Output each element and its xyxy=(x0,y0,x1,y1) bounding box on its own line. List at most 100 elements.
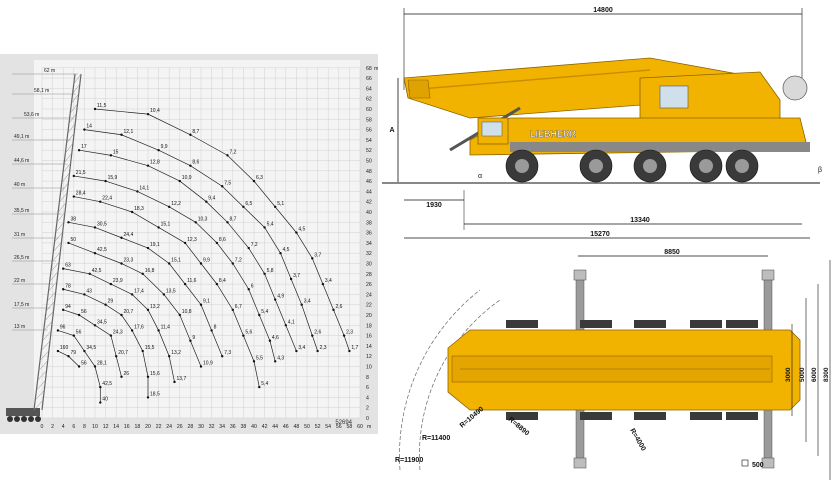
load-value-label: 4,6 xyxy=(272,335,279,341)
load-point xyxy=(99,401,102,404)
load-value-label: 50 xyxy=(71,237,77,243)
load-point xyxy=(93,324,97,327)
load-value-label: 4,1 xyxy=(288,319,295,325)
load-value-label: 6 xyxy=(251,283,254,289)
top-wheel-lower xyxy=(634,412,666,420)
load-point xyxy=(279,252,282,255)
x-tick-label: 52 xyxy=(315,424,321,430)
load-point xyxy=(146,308,150,312)
x-tick-label: 32 xyxy=(209,424,215,430)
load-point xyxy=(242,334,245,337)
top-wheel-upper xyxy=(580,320,612,328)
load-curve xyxy=(63,288,149,398)
load-point xyxy=(215,282,219,286)
load-point xyxy=(115,355,118,358)
load-value-label: 40 xyxy=(102,397,108,403)
top-wheel-upper xyxy=(726,320,758,328)
load-value-label: 8 xyxy=(214,324,217,330)
load-value-label: 16,8 xyxy=(145,268,155,274)
load-value-label: 14,1 xyxy=(139,185,149,191)
load-point xyxy=(274,205,277,209)
load-point xyxy=(72,174,76,178)
load-point xyxy=(67,221,70,224)
top-wheel-upper xyxy=(690,320,722,328)
load-point xyxy=(300,303,303,306)
top-wheel-upper xyxy=(506,320,538,328)
y-tick-label: 16 xyxy=(366,334,372,340)
side-wheels xyxy=(505,149,759,183)
load-value-label: 18,3 xyxy=(134,206,144,212)
load-point xyxy=(311,334,314,337)
x-tick-label: 4 xyxy=(62,424,65,430)
load-point xyxy=(284,324,287,327)
boom-lattice-brace xyxy=(66,133,75,144)
load-point xyxy=(146,396,150,399)
load-point xyxy=(311,257,314,260)
load-value-label: 7,5 xyxy=(224,180,231,186)
load-value-label: 15,5 xyxy=(145,345,155,351)
load-point xyxy=(99,385,102,389)
operator-cab xyxy=(659,85,689,109)
boom-lattice-brace xyxy=(35,390,45,401)
x-tick-label: 46 xyxy=(283,424,289,430)
mini-crane-wheel xyxy=(14,416,20,422)
y-tick-label: 60 xyxy=(366,107,372,113)
load-value-label: 21,5 xyxy=(76,170,86,176)
swing-radius-arc-outer xyxy=(399,289,481,471)
x-tick-label: 18 xyxy=(135,424,141,430)
load-point xyxy=(199,303,203,306)
top-wheel-lower xyxy=(506,412,538,420)
y-tick-label: 14 xyxy=(366,344,372,350)
load-point xyxy=(62,308,65,312)
load-value-label: 8,7 xyxy=(230,216,237,222)
driver-cab-window xyxy=(481,121,503,137)
load-value-label: 24,4 xyxy=(124,232,134,238)
load-value-label: 20,7 xyxy=(118,350,128,356)
load-point xyxy=(93,365,97,368)
load-point xyxy=(274,298,277,301)
y-tick-label: 40 xyxy=(366,210,372,216)
load-value-label: 38 xyxy=(71,216,77,222)
top-wheel-lower xyxy=(690,412,722,420)
boom-lattice-brace xyxy=(39,350,50,361)
load-value-label: 78 xyxy=(65,283,71,289)
x-tick-label: 40 xyxy=(251,424,257,430)
y-tick-label: 46 xyxy=(366,179,372,185)
load-value-label: 12,8 xyxy=(150,160,160,166)
x-tick-label: 0 xyxy=(41,424,44,430)
load-point xyxy=(146,164,150,167)
load-point xyxy=(162,293,166,296)
load-point xyxy=(168,262,171,265)
top-wheel-upper xyxy=(634,320,666,328)
load-point xyxy=(295,349,298,353)
figure-id: 52694 xyxy=(335,420,352,426)
outrigger-pad-top xyxy=(573,269,587,281)
width-dim-label: 8300 xyxy=(823,367,830,382)
load-point xyxy=(109,334,113,337)
outrigger-pad-bottom xyxy=(761,457,775,469)
load-point xyxy=(242,205,245,209)
load-value-label: 12,1 xyxy=(124,129,134,135)
boom-lattice-brace xyxy=(62,162,71,173)
load-point xyxy=(83,293,86,296)
boom-lattice-brace xyxy=(44,311,54,322)
y-tick-label: 0 xyxy=(366,416,369,422)
y-tick-label: 2 xyxy=(366,406,369,412)
load-value-label: 13,2 xyxy=(150,304,160,310)
load-curves: 11,510,48,77,26,35,14,53,73,42,62,31,714… xyxy=(56,103,359,404)
load-point xyxy=(77,365,81,368)
load-value-label: 23,9 xyxy=(113,278,123,284)
load-point xyxy=(109,282,113,286)
swing-radius-arc-inner xyxy=(419,299,501,471)
x-tick-label: 50 xyxy=(304,424,310,430)
boom-lattice-brace xyxy=(41,340,51,351)
load-value-label: 12,3 xyxy=(187,237,197,243)
load-value-label: 19,1 xyxy=(150,242,160,248)
load-point xyxy=(316,349,319,353)
load-value-label: 3,4 xyxy=(325,278,332,284)
y-tick-label: 66 xyxy=(366,76,372,82)
y-tick-label: 8 xyxy=(366,375,369,381)
load-point xyxy=(215,241,219,245)
